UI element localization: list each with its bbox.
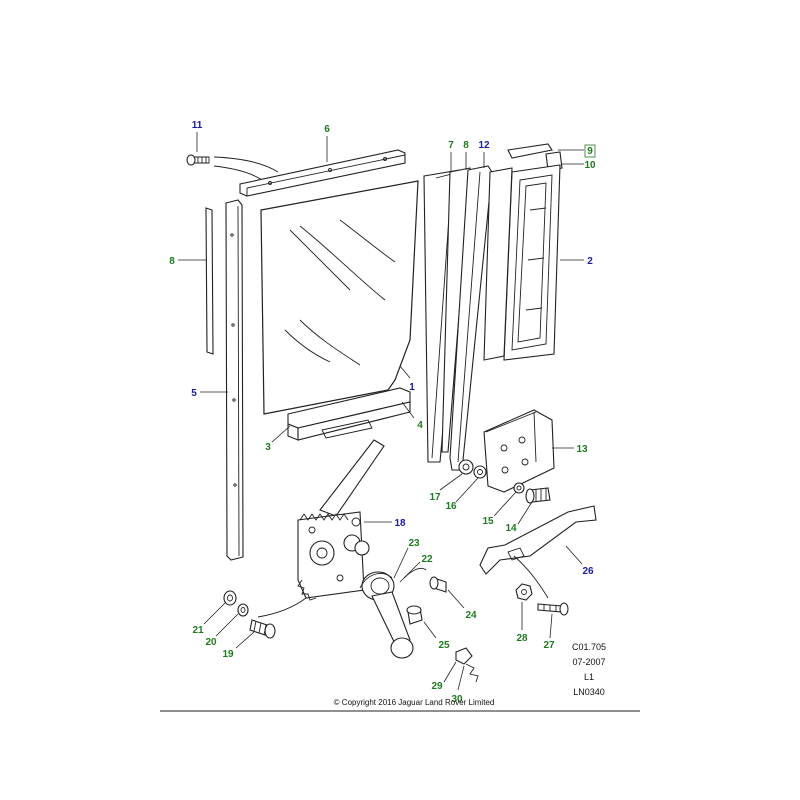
callout-19: 19 bbox=[222, 649, 234, 660]
bolt-part-14 bbox=[525, 487, 551, 504]
washer-part-15 bbox=[513, 482, 525, 494]
callout-10: 10 bbox=[584, 160, 596, 171]
callout-labels: 11 6 7 8 12 9 10 8 2 1 5 4 3 13 17 16 15… bbox=[169, 120, 596, 705]
callout-8-right: 8 bbox=[463, 140, 469, 151]
callout-4: 4 bbox=[417, 420, 423, 431]
knob-part-25 bbox=[406, 605, 423, 625]
callout-22: 22 bbox=[421, 554, 433, 565]
callout-18: 18 bbox=[394, 518, 406, 529]
callout-28: 28 bbox=[516, 633, 528, 644]
callout-6: 6 bbox=[324, 124, 330, 135]
clip-part-29 bbox=[455, 647, 479, 683]
ref-code: C01.705 bbox=[572, 642, 606, 652]
top-channel-part-6 bbox=[239, 149, 406, 197]
window-glass-part-1 bbox=[260, 180, 419, 415]
callout-1: 1 bbox=[409, 382, 415, 393]
window-regulator-part-18 bbox=[257, 439, 385, 618]
callout-12: 12 bbox=[478, 140, 490, 151]
callout-29: 29 bbox=[431, 681, 443, 692]
nut-part-17 bbox=[458, 459, 474, 475]
quarter-light-frame-part-2 bbox=[483, 164, 561, 361]
callout-8-left: 8 bbox=[169, 256, 175, 267]
screw-part-27 bbox=[537, 602, 569, 616]
callout-2: 2 bbox=[587, 256, 593, 267]
bracket-part-13 bbox=[483, 409, 555, 493]
callout-16: 16 bbox=[445, 501, 457, 512]
glass-bottom-channel-part-4 bbox=[287, 387, 411, 441]
callout-13: 13 bbox=[576, 444, 588, 455]
ref-ln: LN0340 bbox=[573, 687, 605, 697]
bolt-part-24 bbox=[403, 567, 447, 593]
washer-part-21 bbox=[223, 590, 237, 606]
washer-part-20 bbox=[237, 603, 249, 617]
nut-part-28 bbox=[515, 583, 533, 601]
callout-23: 23 bbox=[408, 538, 420, 549]
callout-9: 9 bbox=[587, 146, 593, 157]
winder-handle-part-22 bbox=[359, 571, 414, 659]
callout-15: 15 bbox=[482, 516, 494, 527]
bolt-part-19 bbox=[249, 619, 276, 639]
callout-27: 27 bbox=[543, 640, 555, 651]
left-channel-part-5 bbox=[225, 199, 244, 561]
door-handle-part-26 bbox=[479, 505, 597, 599]
callout-7: 7 bbox=[448, 140, 454, 151]
copyright-notice: © Copyright 2016 Jaguar Land Rover Limit… bbox=[334, 698, 495, 707]
callout-30: 30 bbox=[451, 694, 463, 705]
reference-block: C01.705 07-2007 L1 LN0340 bbox=[572, 642, 606, 697]
rear-channel-parts-7-8-12 bbox=[423, 165, 493, 471]
callout-24: 24 bbox=[465, 610, 477, 621]
callout-11: 11 bbox=[192, 120, 203, 131]
callout-17: 17 bbox=[429, 492, 441, 503]
callout-9-box bbox=[584, 144, 596, 158]
callout-5: 5 bbox=[191, 388, 197, 399]
ref-date: 07-2007 bbox=[572, 657, 605, 667]
callout-3: 3 bbox=[265, 442, 271, 453]
callout-21: 21 bbox=[192, 625, 204, 636]
seal-strip-part-8-left bbox=[205, 207, 214, 355]
screw-part-11 bbox=[186, 154, 279, 181]
washer-part-16 bbox=[473, 465, 487, 479]
callout-25: 25 bbox=[438, 640, 450, 651]
callout-14: 14 bbox=[505, 523, 517, 534]
callout-20: 20 bbox=[205, 637, 217, 648]
callout-26: 26 bbox=[582, 566, 594, 577]
leader-lines bbox=[178, 132, 584, 691]
ref-l1: L1 bbox=[584, 672, 594, 682]
